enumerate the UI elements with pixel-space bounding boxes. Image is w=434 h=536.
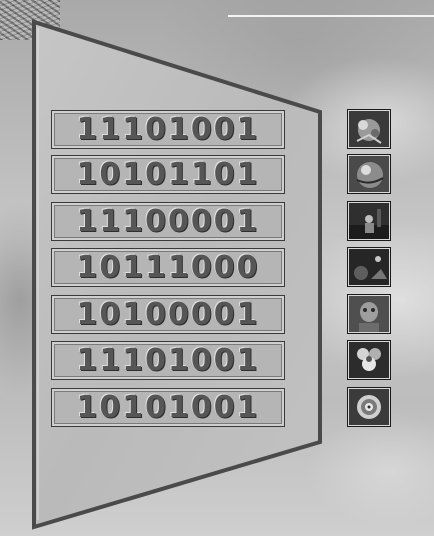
binary-row-3[interactable]: 11100001 [51,202,285,241]
thumbnail-4[interactable] [348,248,390,286]
portrait-icon [349,296,389,332]
binary-row-7[interactable]: 10101001 [51,388,285,427]
binary-code: 11101001 [77,115,260,145]
gear-icon [349,389,389,425]
binary-row-1[interactable]: 11101001 [51,110,285,149]
binary-row-4[interactable]: 10111000 [51,248,285,287]
binary-code: 10101001 [77,393,260,423]
dark-scene-icon [349,249,389,285]
binary-code: 11100001 [77,207,260,237]
binary-row-2[interactable]: 10101101 [51,155,285,194]
figure-icon [349,203,389,239]
creature-icon [349,111,389,147]
sphere-icon [349,156,389,192]
thumbnail-3[interactable] [348,202,390,240]
binary-row-6[interactable]: 11101001 [51,341,285,380]
thumbnail-5[interactable] [348,295,390,333]
thumbnail-1[interactable] [348,110,390,148]
binary-code: 11101001 [77,346,260,376]
binary-code: 10111000 [77,253,260,283]
flower-icon [349,342,389,378]
thumbnail-6[interactable] [348,341,390,379]
binary-code: 10100001 [77,300,260,330]
thumbnail-7[interactable] [348,388,390,426]
binary-row-5[interactable]: 10100001 [51,295,285,334]
binary-code: 10101101 [77,160,260,190]
thumbnail-2[interactable] [348,155,390,193]
